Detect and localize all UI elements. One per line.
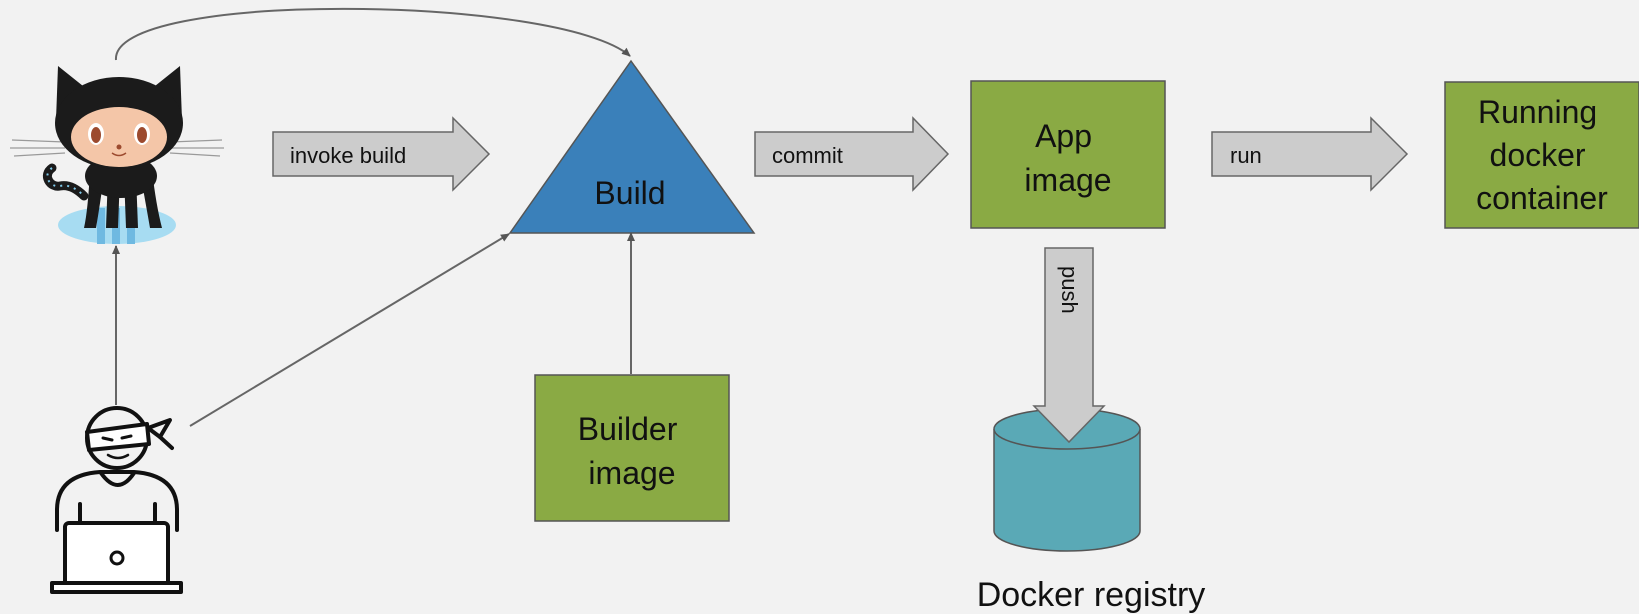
app-image-box — [970, 80, 1166, 229]
builder-image-box — [534, 374, 730, 522]
docker-registry-label: Docker registry — [977, 576, 1206, 614]
commit-label: commit — [772, 143, 843, 168]
run-arrow — [1211, 116, 1409, 192]
invoke-build-arrow — [272, 116, 491, 192]
ninja-developer-laptop-icon — [50, 406, 183, 594]
running-container-line-2: docker — [1490, 137, 1586, 173]
running-container-line-3: container — [1476, 180, 1608, 216]
builder-image-label: Builder image — [578, 411, 687, 491]
commit-arrow — [754, 116, 950, 192]
app-image-line-1: App — [1035, 118, 1092, 154]
run-label: run — [1230, 143, 1262, 168]
app-image-label: App image — [1024, 118, 1111, 198]
invoke-build-label: invoke build — [290, 143, 406, 168]
app-image-line-2: image — [1024, 162, 1111, 198]
builder-image-line-2: image — [588, 455, 675, 491]
build-triangle — [508, 59, 756, 234]
builder-image-line-1: Builder — [578, 411, 678, 447]
running-container-label: Running docker container — [1476, 94, 1608, 216]
developer-to-build-connector — [189, 233, 510, 427]
build-label: Build — [594, 175, 665, 211]
github-octocat-icon — [10, 66, 224, 244]
push-label: push — [1057, 266, 1082, 314]
running-container-line-1: Running — [1478, 94, 1597, 130]
running-container-box — [1444, 81, 1639, 229]
github-to-build-connector — [114, 7, 631, 61]
push-arrow — [1032, 247, 1106, 444]
